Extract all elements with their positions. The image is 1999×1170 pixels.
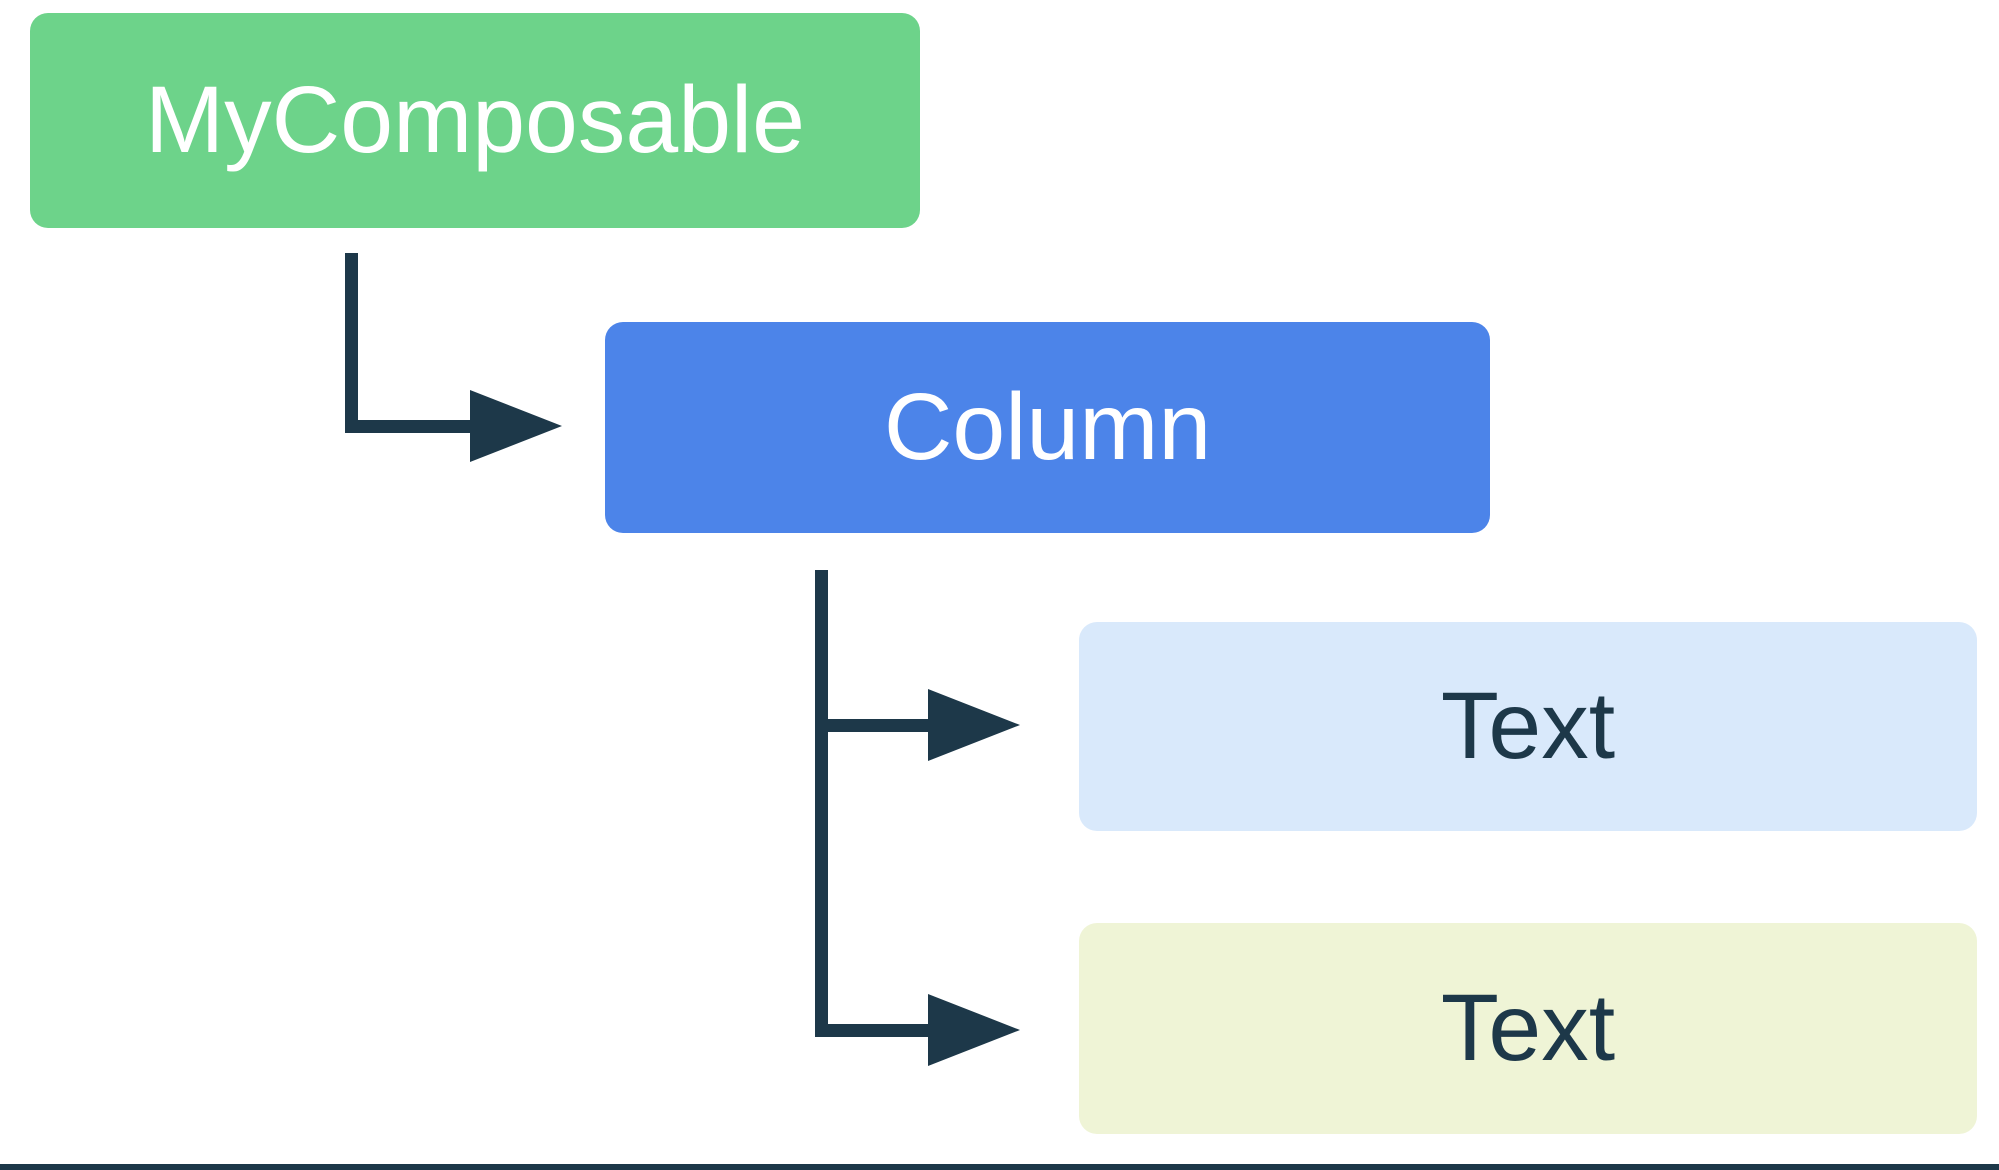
connector-root-to-column-vertical [345, 253, 358, 433]
node-column-label: Column [883, 374, 1212, 480]
node-text-2-label: Text [1440, 975, 1616, 1081]
node-text-2: Text [1079, 923, 1977, 1134]
arrow-right-icon [928, 994, 1020, 1066]
connector-root-to-column-horizontal [345, 420, 480, 433]
arrow-right-icon [928, 689, 1020, 761]
connector-column-to-text1-horizontal [815, 719, 930, 732]
arrow-right-icon [470, 390, 562, 462]
node-mycomposable-label: MyComposable [145, 67, 805, 173]
node-text-1-label: Text [1440, 673, 1616, 779]
node-text-1: Text [1079, 622, 1977, 831]
connector-column-to-text2-horizontal [815, 1024, 930, 1037]
node-mycomposable: MyComposable [30, 13, 920, 228]
node-column: Column [605, 322, 1490, 533]
connector-column-children-vertical [815, 570, 828, 1037]
bottom-border-line [0, 1164, 1999, 1170]
